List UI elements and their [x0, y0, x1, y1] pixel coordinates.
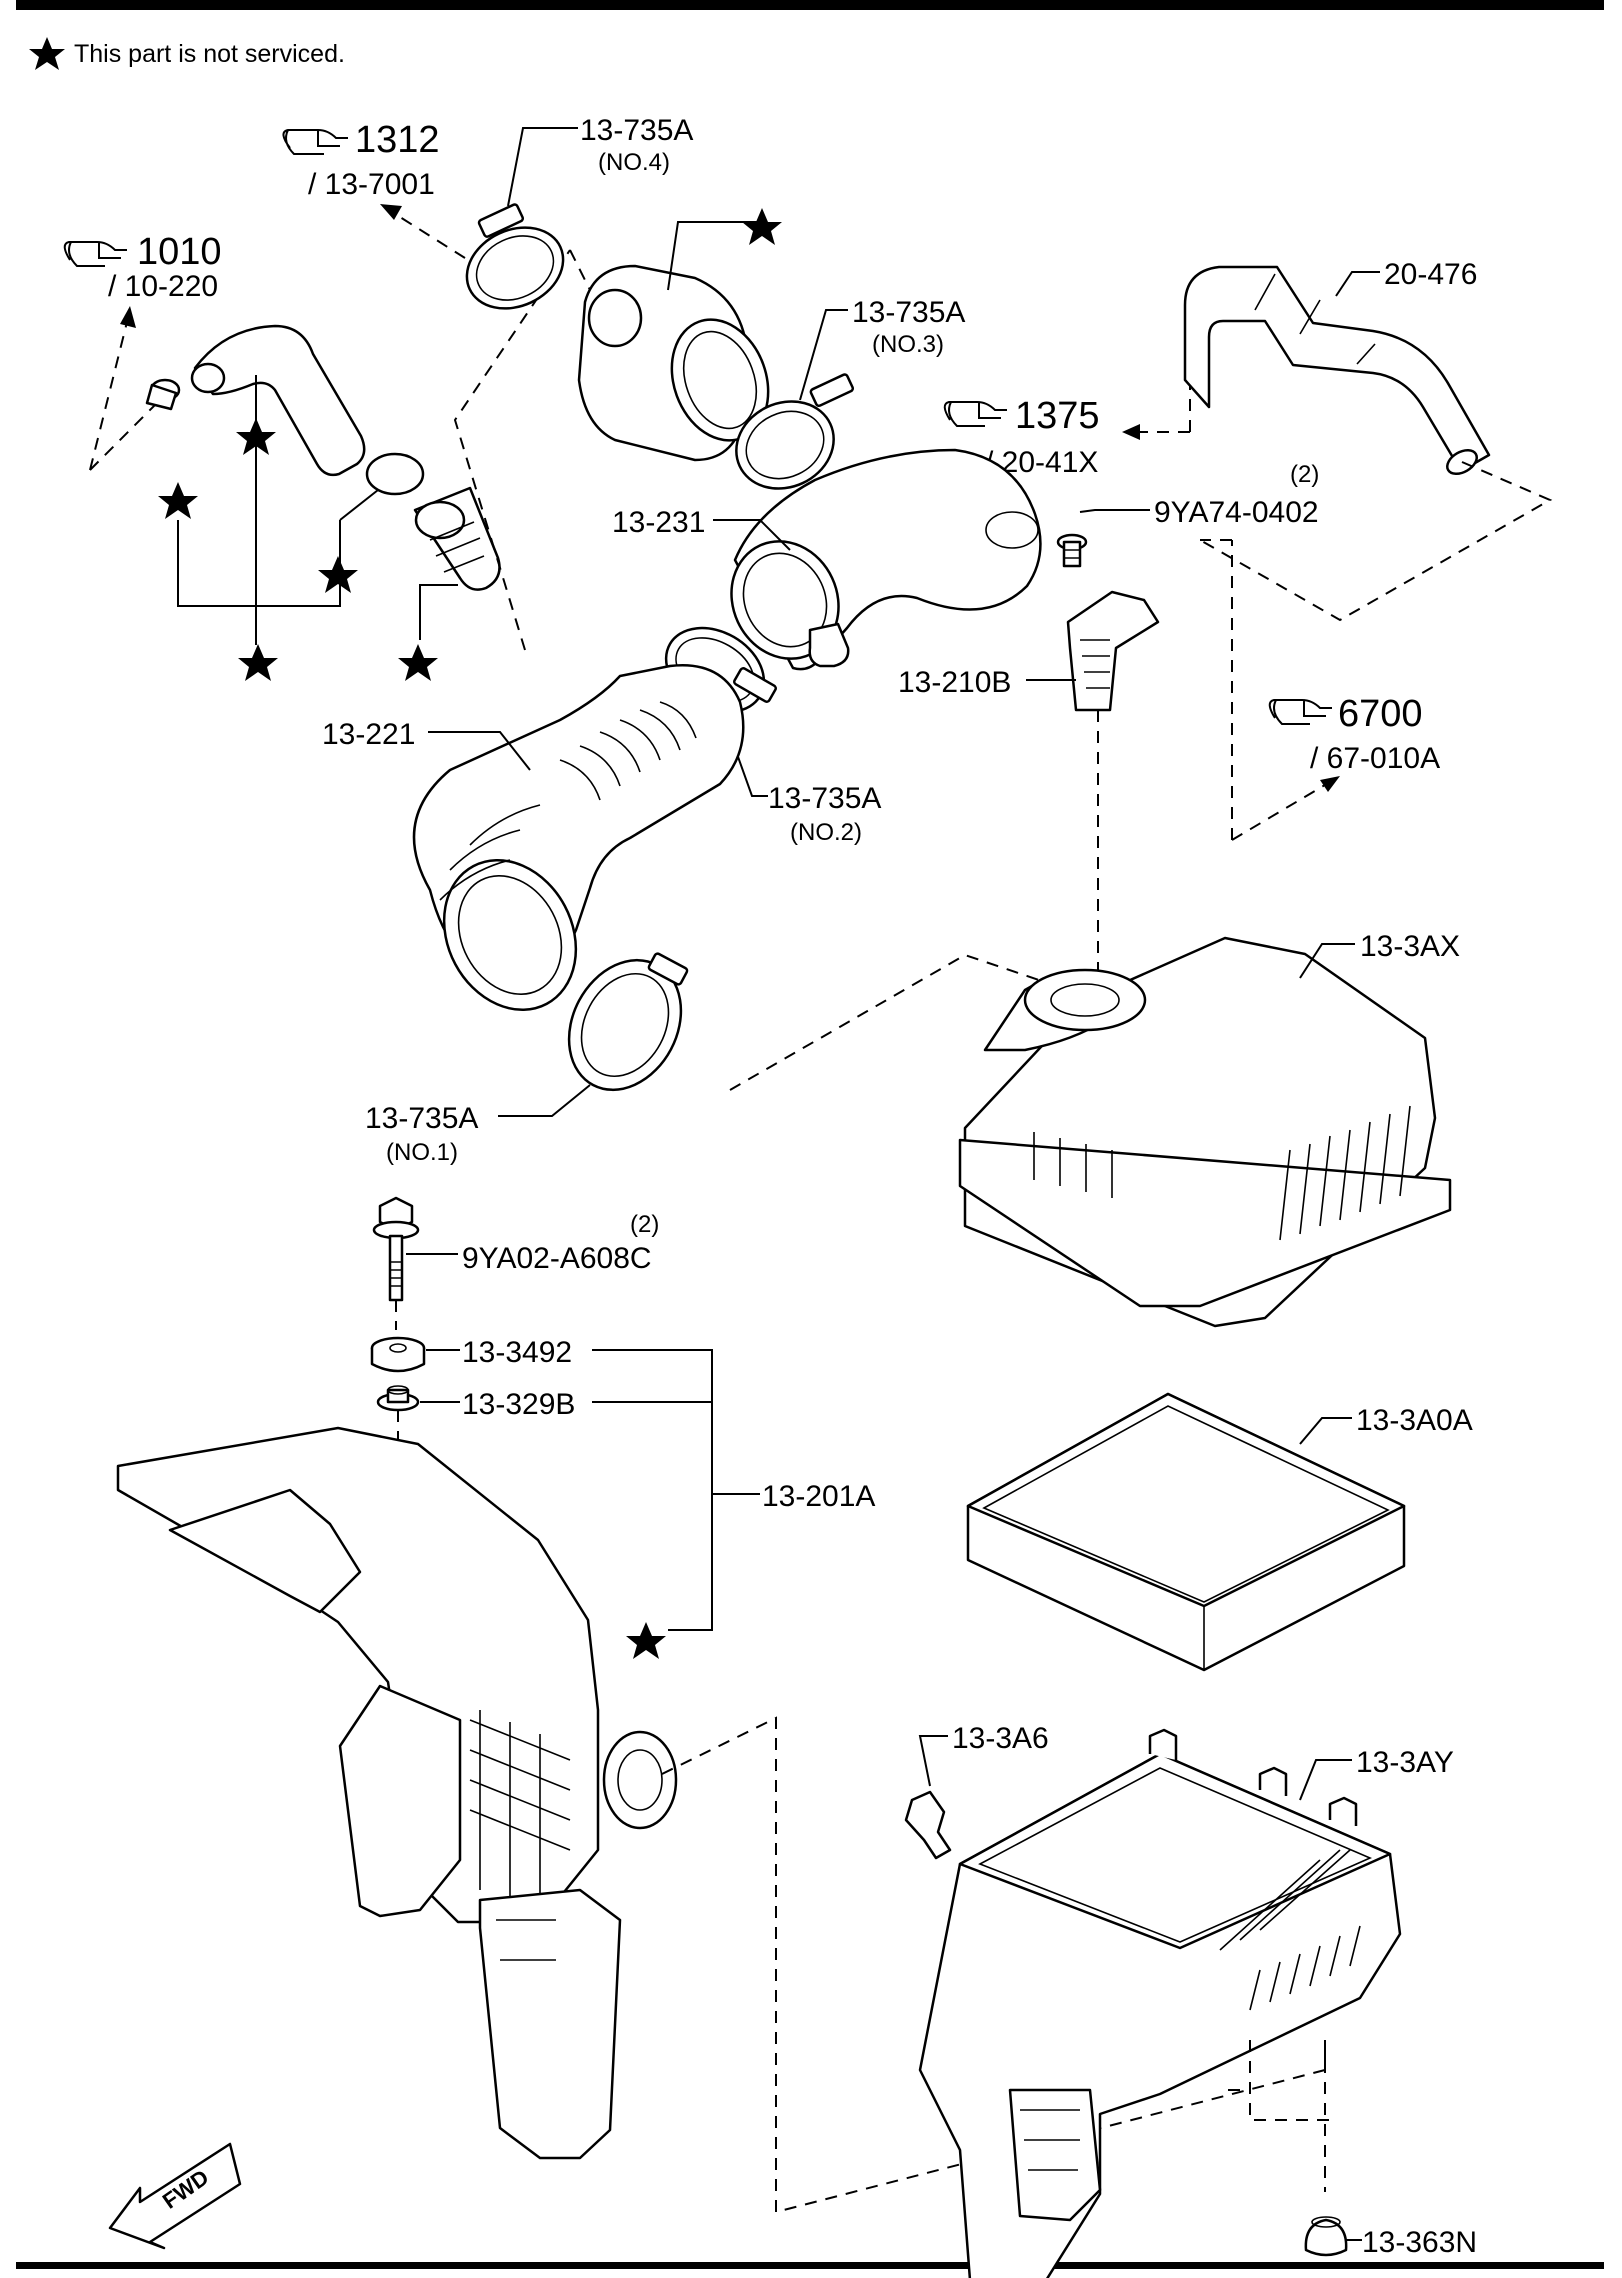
duct-bracket [592, 1349, 760, 1631]
svg-text:9YA02-A608C: 9YA02-A608C [462, 1242, 652, 1275]
ref-sub: / 10-220 [108, 270, 218, 303]
insulator-13-363n[interactable]: 13-363N [1304, 2216, 1477, 2259]
svg-text:13-735A: 13-735A [768, 782, 881, 815]
svg-text:13-735A: 13-735A [365, 1102, 478, 1135]
bottom-rule [16, 2262, 1604, 2269]
svg-text:(NO.1): (NO.1) [386, 1139, 458, 1166]
svg-text:(NO.4): (NO.4) [598, 149, 670, 176]
svg-text:13-3492: 13-3492 [462, 1336, 572, 1369]
ref-number: 1375 [1015, 395, 1100, 437]
clamp-no3[interactable]: 13-735A (NO.3) [722, 296, 966, 504]
svg-text:13-3A6: 13-3A6 [952, 1722, 1049, 1755]
breather-hose-20-476[interactable]: 20-476 [1183, 258, 1491, 479]
fwd-arrow-icon: FWD [108, 2142, 242, 2250]
pointing-hand-icon [943, 401, 1007, 427]
svg-text:13-231: 13-231 [612, 506, 705, 539]
air-cleaner-case-13-3ay[interactable]: 13-3AY [918, 1728, 1454, 2278]
svg-text:(2): (2) [1290, 461, 1319, 488]
svg-text:13-329B: 13-329B [462, 1388, 575, 1421]
air-hose-13-221[interactable]: 13-221 [322, 664, 745, 1033]
svg-text:(NO.3): (NO.3) [872, 331, 944, 358]
svg-text:9YA74-0402: 9YA74-0402 [1154, 496, 1319, 529]
reference-1312[interactable]: 1312 / 13-7001 [282, 119, 440, 201]
bolt-9ya02-a608c[interactable]: 9YA02-A608C (2) [372, 1196, 659, 1302]
pcv-hose-assembly[interactable] [145, 324, 501, 591]
svg-text:13-3AY: 13-3AY [1356, 1746, 1454, 1779]
ref-sub: / 13-7001 [308, 168, 435, 201]
star-icon [29, 37, 65, 70]
air-filter-element-13-3a0a[interactable]: 13-3A0A [966, 1392, 1473, 1672]
ref-number: 6700 [1338, 693, 1423, 735]
svg-text:13-201A: 13-201A [762, 1480, 875, 1513]
screw-9ya74-0402[interactable]: 9YA74-0402 (2) [1056, 461, 1319, 568]
svg-text:20-476: 20-476 [1384, 258, 1477, 291]
ref-sub: / 67-010A [1310, 742, 1440, 775]
ref-number: 1010 [137, 231, 222, 273]
reference-6700[interactable]: 6700 / 67-010A [1268, 693, 1440, 775]
pointing-hand-icon [282, 129, 348, 155]
not-serviced-note: This part is not serviced. [74, 40, 345, 68]
collar-13-329b[interactable]: 13-329B [376, 1385, 575, 1421]
svg-text:(2): (2) [630, 1211, 659, 1238]
svg-text:13-735A: 13-735A [852, 296, 965, 329]
svg-text:13-363N: 13-363N [1362, 2226, 1477, 2259]
svg-text:13-210B: 13-210B [898, 666, 1011, 699]
svg-text:13-735A: 13-735A [580, 114, 693, 147]
insulator-13-3492[interactable]: 13-3492 [370, 1336, 572, 1373]
svg-text:13-3A0A: 13-3A0A [1356, 1404, 1473, 1437]
clip-13-3a6[interactable]: 13-3A6 [904, 1722, 1049, 1860]
ref-number: 1312 [355, 119, 440, 161]
fresh-air-duct-13-201a[interactable] [116, 1426, 678, 2160]
air-cleaner-cover-13-3ax[interactable]: 13-3AX [958, 930, 1460, 1328]
star-bracket [177, 375, 379, 645]
svg-text:13-3AX: 13-3AX [1360, 930, 1460, 963]
clamp-no4[interactable]: 13-735A (NO.4) [454, 114, 694, 324]
pointing-hand-icon [63, 241, 127, 267]
throttle-adapter[interactable] [577, 221, 784, 462]
pointing-hand-icon [1268, 699, 1332, 725]
svg-text:13-221: 13-221 [322, 718, 415, 751]
maf-sensor-13-210b[interactable]: 13-210B [898, 590, 1160, 712]
reference-1375[interactable]: 1375 / 20-41X [943, 395, 1100, 479]
top-rule [16, 0, 1604, 10]
reference-1010[interactable]: 1010 / 10-220 [63, 231, 222, 303]
svg-text:(NO.2): (NO.2) [790, 819, 862, 846]
air-duct-13-231[interactable]: 13-231 [612, 448, 1042, 676]
clamp-no1[interactable]: 13-735A (NO.1) [365, 941, 703, 1166]
